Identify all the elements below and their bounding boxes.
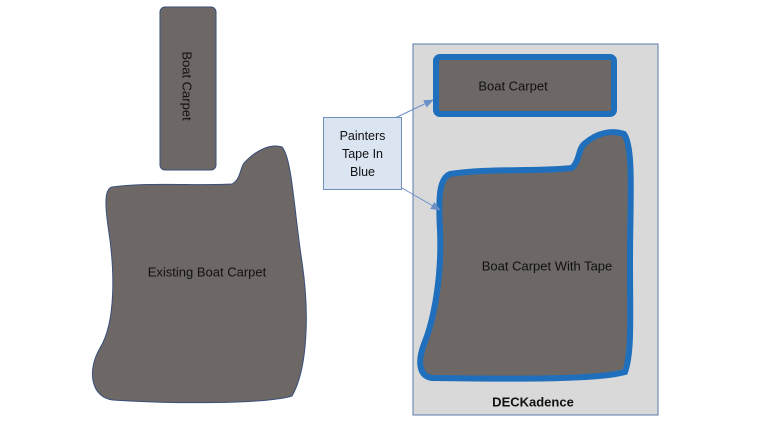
boat-carpet-strip-label: Boat Carpet [179, 51, 195, 121]
boat-carpet-strip-shape [159, 6, 217, 171]
existing-boat-carpet-shape [91, 145, 307, 404]
brand-label: DECKadence [492, 394, 574, 410]
taped-boat-carpet-shape [433, 54, 617, 117]
boat-carpet-with-tape-label: Boat Carpet With Tape [481, 258, 613, 274]
boat-carpet-with-tape-shape [417, 129, 634, 382]
callout-line-1: Painters [339, 128, 386, 143]
arrow-to-taped-carpet [401, 187, 441, 211]
taped-boat-carpet-label: Boat Carpet [478, 78, 548, 94]
callout-line-3: Blue [349, 164, 376, 179]
callout-line-2: Tape In [341, 146, 383, 161]
painters-tape-callout: Painters Tape In Blue [323, 117, 402, 190]
existing-boat-carpet-label: Existing Boat Carpet [147, 264, 267, 280]
arrow-to-taped-strip [394, 99, 434, 119]
